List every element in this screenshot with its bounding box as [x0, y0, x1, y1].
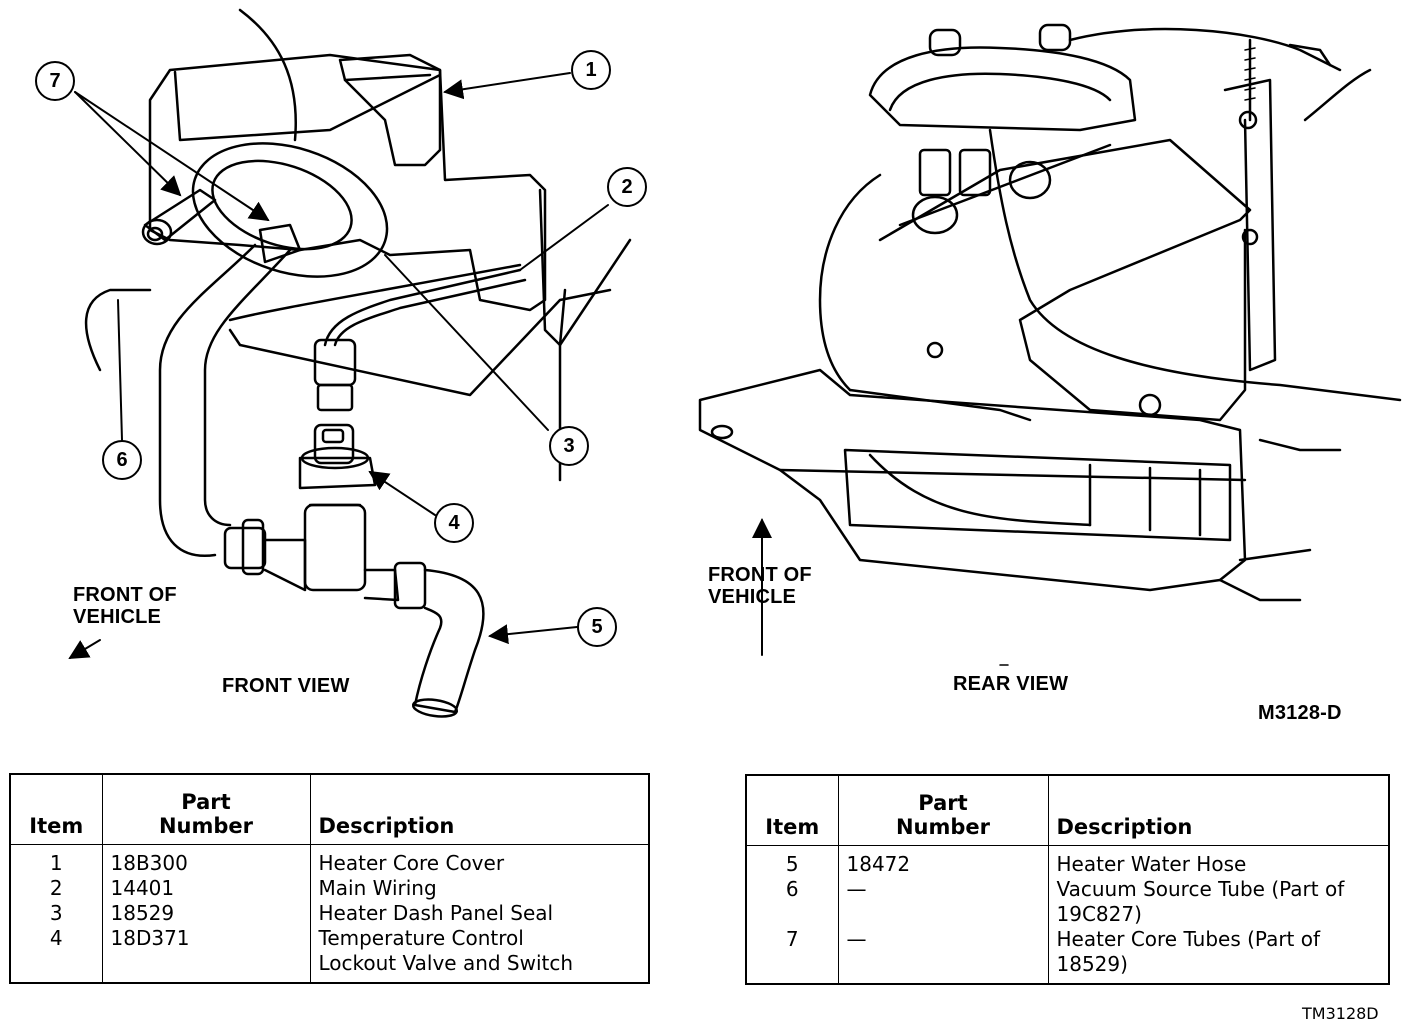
rear-view-title: REAR VIEW — [953, 673, 1069, 695]
header-description: Description — [309, 774, 650, 845]
desc-cell: Main Wiring — [309, 875, 650, 901]
desc-cell: Heater Core Tubes (Part of 18529) — [1047, 926, 1390, 984]
table-row: 1 18B300 Heater Core Cover — [9, 844, 650, 876]
front-view-direction-label: FRONT OF VEHICLE — [73, 584, 177, 628]
part-cell: 18B300 — [101, 844, 311, 876]
item-cell: 7 — [745, 926, 839, 984]
item-cell: 5 — [745, 845, 839, 877]
part-cell: 18529 — [101, 900, 311, 926]
heater-water-hose — [413, 568, 485, 714]
callout-2: 2 — [607, 167, 647, 207]
item-cell: 6 — [745, 876, 839, 927]
header-item: Item — [9, 774, 103, 845]
table-row: 2 14401 Main Wiring — [9, 875, 650, 901]
part-cell: — — [837, 926, 1049, 984]
desc-cell: Vacuum Source Tube (Part of 19C827) — [1047, 876, 1390, 927]
item-cell: 2 — [9, 875, 103, 901]
air-outlet — [843, 448, 1232, 542]
part-cell: — — [837, 876, 1049, 927]
rear-view-direction-label: FRONT OF VEHICLE — [708, 564, 812, 608]
header-part-number: Part Number — [837, 775, 1049, 846]
table-row: 4 18D371 Temperature Control Lockout Val… — [9, 925, 650, 983]
callout-7: 7 — [35, 61, 75, 101]
part-cell: 18D371 — [101, 925, 311, 983]
table-row: 3 18529 Heater Dash Panel Seal — [9, 900, 650, 926]
desc-cell: Heater Dash Panel Seal — [309, 900, 650, 926]
table-code: TM3128D — [1302, 1004, 1379, 1023]
item-cell: 3 — [9, 900, 103, 926]
callout-3: 3 — [549, 426, 589, 466]
header-part-number: Part Number — [101, 774, 311, 845]
item-cell: 4 — [9, 925, 103, 983]
part-cell: 14401 — [101, 875, 311, 901]
table-row: 7 — Heater Core Tubes (Part of 18529) — [745, 926, 1390, 984]
parts-table-left: Item Part Number Description 1 18B300 He… — [9, 773, 650, 984]
table-row: 5 18472 Heater Water Hose — [745, 845, 1390, 877]
header-description: Description — [1047, 775, 1390, 846]
heater-case — [148, 53, 547, 312]
front-view-leaders — [68, 72, 609, 660]
heater-core-tubes — [143, 188, 217, 242]
table-row: 6 — Vacuum Source Tube (Part of 19C827) — [745, 876, 1390, 927]
lockout-valve-body — [303, 503, 367, 592]
front-view-illustration — [84, 8, 632, 718]
part-cell: 18472 — [837, 845, 1049, 877]
rear-view-illustration — [698, 23, 1402, 602]
item-cell: 1 — [9, 844, 103, 876]
figure-code: M3128-D — [1258, 702, 1342, 724]
blower-scroll — [818, 173, 882, 392]
header-item: Item — [745, 775, 839, 846]
desc-cell: Temperature Control Lockout Valve and Sw… — [309, 925, 650, 983]
callout-1: 1 — [571, 50, 611, 90]
vacuum-source-tube — [84, 288, 152, 372]
desc-cell: Heater Water Hose — [1047, 845, 1390, 877]
dash-panel-seal — [191, 142, 389, 278]
heater-core-cover — [338, 53, 442, 167]
callout-5: 5 — [577, 607, 617, 647]
actuator-housing — [878, 138, 1252, 422]
front-view-title: FRONT VIEW — [222, 675, 350, 697]
parts-table-right: Item Part Number Description 5 18472 Hea… — [745, 774, 1390, 985]
callout-6: 6 — [102, 440, 142, 480]
heater-hose-vertical — [158, 243, 257, 557]
callout-4: 4 — [434, 503, 474, 543]
desc-cell: Heater Core Cover — [309, 844, 650, 876]
